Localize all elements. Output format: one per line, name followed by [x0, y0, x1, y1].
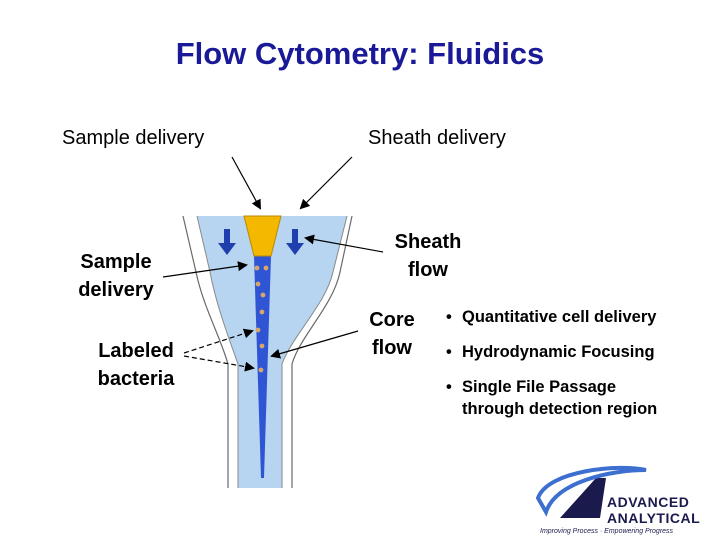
label-sample-delivery: Sample delivery [70, 248, 162, 304]
bullet-single-file-passage: Single File Passage through detection reg… [446, 376, 657, 420]
slide-title: Flow Cytometry: Fluidics [175, 36, 545, 71]
particle [255, 327, 261, 333]
callout-arrow-top-sheath [299, 156, 353, 210]
flow-cell-sheath-fluid [197, 216, 347, 488]
label-sheath-flow: Sheath flow [384, 228, 472, 284]
particle [258, 367, 264, 373]
flow-cell-inner-wall [196, 215, 239, 488]
callout-arrow-labeled-bacteria-2 [183, 355, 255, 372]
logo-text-analytical: ANALYTICAL [607, 510, 701, 526]
sheath-flow-arrow-left [218, 229, 236, 255]
bullet-hydrodynamic-focusing: Hydrodynamic Focusing [446, 341, 657, 363]
label-core-flow-line2: flow [372, 337, 412, 359]
label-labeled-bacteria-line2: bacteria [97, 368, 175, 390]
sample-nozzle [243, 215, 282, 257]
label-core-flow: Core flow [362, 306, 422, 362]
label-labeled-bacteria: Labeled bacteria [88, 337, 184, 393]
label-labeled-bacteria-line1: Labeled [98, 340, 174, 362]
bullet-single-file-passage-line2: through detection region [462, 400, 658, 418]
core-stream [254, 256, 271, 478]
sheath-flow-arrow-right [286, 229, 304, 255]
callout-arrow-labeled-bacteria-1 [183, 328, 254, 354]
bullet-single-file-passage-line1: Single File Passage [462, 378, 617, 396]
label-sheath-flow-line1: Sheath [394, 231, 462, 253]
callout-arrow-sample-delivery [162, 261, 248, 278]
callout-arrow-sheath-flow [304, 234, 384, 253]
particle [259, 343, 265, 349]
logo-text-advanced: ADVANCED [607, 494, 690, 510]
flow-cell-inner-wall-right [281, 215, 348, 488]
top-label-sheath-delivery: Sheath delivery [368, 127, 506, 149]
label-core-flow-line1: Core [369, 309, 415, 331]
particle [260, 292, 266, 298]
particle [263, 265, 269, 271]
top-label-sample-delivery: Sample delivery [62, 127, 205, 149]
logo-mark-icon [535, 465, 647, 518]
flow-cell-outer-wall-right [291, 215, 353, 488]
feature-bullet-list: Quantitative cell delivery Hydrodynamic … [446, 306, 657, 433]
label-sample-delivery-line1: Sample [80, 251, 152, 273]
logo-tagline: Improving Process · Empowering Progress [540, 528, 674, 535]
labeled-particles [254, 265, 269, 373]
particle [259, 309, 265, 315]
callout-arrow-core-flow [270, 330, 359, 359]
label-sample-delivery-line2: delivery [78, 279, 154, 301]
label-sheath-flow-line2: flow [408, 259, 448, 281]
particle [254, 265, 260, 271]
callout-arrow-top-sample [231, 156, 261, 210]
bullet-quantitative-cell-delivery: Quantitative cell delivery [446, 306, 657, 328]
flow-cell-outer-wall [182, 215, 229, 488]
particle [255, 281, 261, 287]
